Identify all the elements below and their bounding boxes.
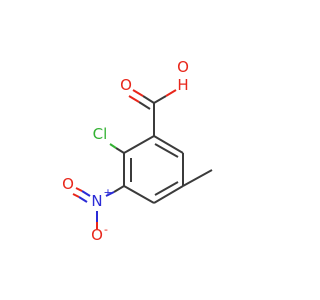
methyl-bond bbox=[182, 169, 213, 187]
nitro-double-a-nitrogen-half bbox=[81, 190, 91, 197]
chlorine-bond-carbon-half bbox=[115, 147, 125, 154]
hydroxyl-bond-oxygen-half bbox=[165, 89, 177, 97]
nitro-bond-nitrogen-half bbox=[105, 191, 115, 197]
atom-oxygen-nitro-bottom: O bbox=[91, 226, 103, 244]
ring-bond-c4-c5-inner bbox=[154, 181, 179, 196]
ring-bond-c4-c5 bbox=[153, 185, 184, 204]
chemical-structure: O O H Cl N + O O - bbox=[62, 58, 213, 244]
chlorine-bond-chlorine-half bbox=[109, 143, 117, 149]
carbonyl-bond-b-oxygen-half bbox=[128, 95, 140, 103]
ring-bond-c6-c1 bbox=[153, 135, 184, 154]
atom-oxygen-nitro-top: O bbox=[62, 175, 74, 193]
nitro-bond-carbon-half bbox=[113, 185, 125, 193]
ring-bond-c3-c4 bbox=[123, 185, 155, 204]
atom-chlorine: Cl bbox=[93, 125, 108, 143]
carbonyl-bond-a-carbon-half bbox=[142, 95, 155, 104]
atom-hydrogen-hydroxyl: H bbox=[177, 76, 188, 94]
bond-group bbox=[72, 89, 213, 229]
nitro-negative-charge: - bbox=[104, 223, 108, 236]
atom-oxygen-hydroxyl: O bbox=[177, 58, 189, 76]
atom-label-group: O O H Cl N + O O - bbox=[62, 58, 189, 244]
nitro-double-b-oxygen-half bbox=[72, 193, 80, 198]
nitro-double-a-oxygen-half bbox=[75, 187, 83, 192]
atom-oxygen-carbonyl: O bbox=[120, 76, 132, 94]
nitro-double-b-nitrogen-half bbox=[78, 196, 88, 203]
nitro-positive-charge: + bbox=[103, 186, 112, 199]
ring-bond-c6-c1-inner bbox=[154, 143, 179, 158]
carbonyl-bond-b-carbon-half bbox=[138, 101, 151, 110]
ring-bond-c1-c2 bbox=[123, 135, 155, 154]
carbonyl-bond-a-oxygen-half bbox=[132, 89, 144, 97]
atom-nitrogen: N bbox=[91, 192, 102, 210]
hydroxyl-bond-carbon-half bbox=[153, 95, 167, 104]
